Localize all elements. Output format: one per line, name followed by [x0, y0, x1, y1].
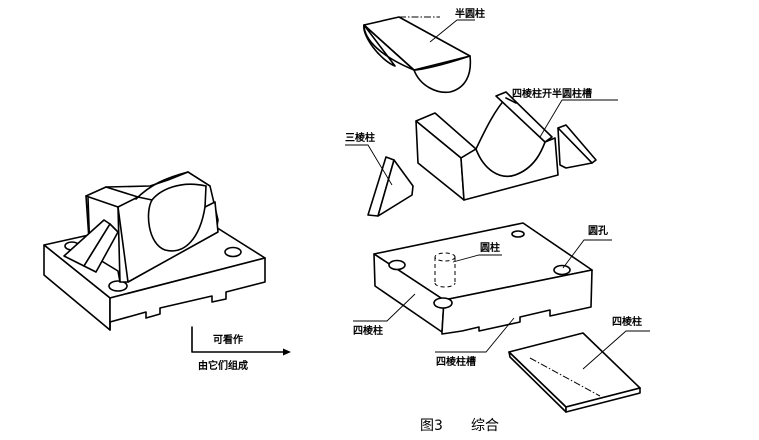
- label-slot-prism: 四棱柱开半圆柱槽: [512, 87, 592, 100]
- label-base-prism: 四棱柱: [353, 324, 383, 337]
- label-round-hole: 圆孔: [588, 224, 608, 237]
- triangular-prism-right: [557, 124, 597, 169]
- note-line2: 由它们组成: [198, 359, 248, 372]
- figure-caption: 综合: [471, 418, 499, 434]
- label-triangular-prism: 三棱柱: [345, 131, 375, 144]
- slotted-prism-part: 四棱柱开半圆柱槽: [415, 87, 618, 201]
- figure-number: 图3: [420, 418, 443, 434]
- label-cylinder: 圆柱: [480, 241, 500, 254]
- base-plate-part: 圆柱 圆孔 四棱柱 四棱柱槽: [353, 222, 612, 368]
- label-base-slot: 四棱柱槽: [436, 355, 476, 368]
- label-plate-prism: 四棱柱: [612, 315, 642, 328]
- flat-plate-part: 四棱柱: [508, 315, 650, 413]
- assembled-part: 可看作 由它们组成: [43, 171, 291, 372]
- note-line1: 可看作: [213, 333, 243, 346]
- triangular-prism-left: 三棱柱: [345, 131, 414, 217]
- label-half-cylinder: 半圆柱: [455, 7, 485, 20]
- half-cylinder-part: 半圆柱: [363, 7, 485, 94]
